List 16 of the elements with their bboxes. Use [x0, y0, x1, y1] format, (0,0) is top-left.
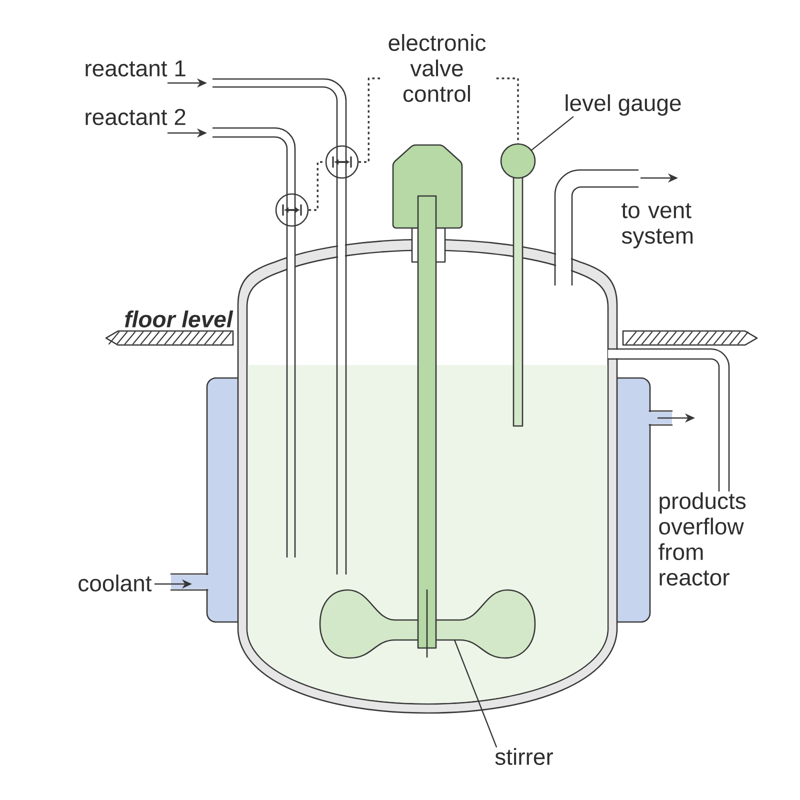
inlet-label: reactant 2	[86, 108, 186, 126]
signal-line	[308, 161, 326, 211]
gauge-float	[500, 143, 536, 179]
callout-label: level gauge	[566, 94, 681, 116]
callout-label: stirrer	[495, 748, 553, 765]
leader-line	[531, 116, 574, 151]
outlet-label: products overflow from reactor	[658, 492, 746, 586]
valve-symbol	[275, 193, 309, 227]
stirrer-impeller	[319, 589, 536, 659]
floor-level-label: floor level	[125, 310, 234, 328]
leader-line	[454, 639, 498, 748]
inlet-label: coolant	[78, 574, 152, 592]
outlet-label: to vent system	[622, 203, 693, 248]
valve-symbol	[325, 145, 359, 179]
inlet-label: reactant 1	[86, 60, 186, 77]
edge-label: electronic valve control	[380, 33, 494, 103]
